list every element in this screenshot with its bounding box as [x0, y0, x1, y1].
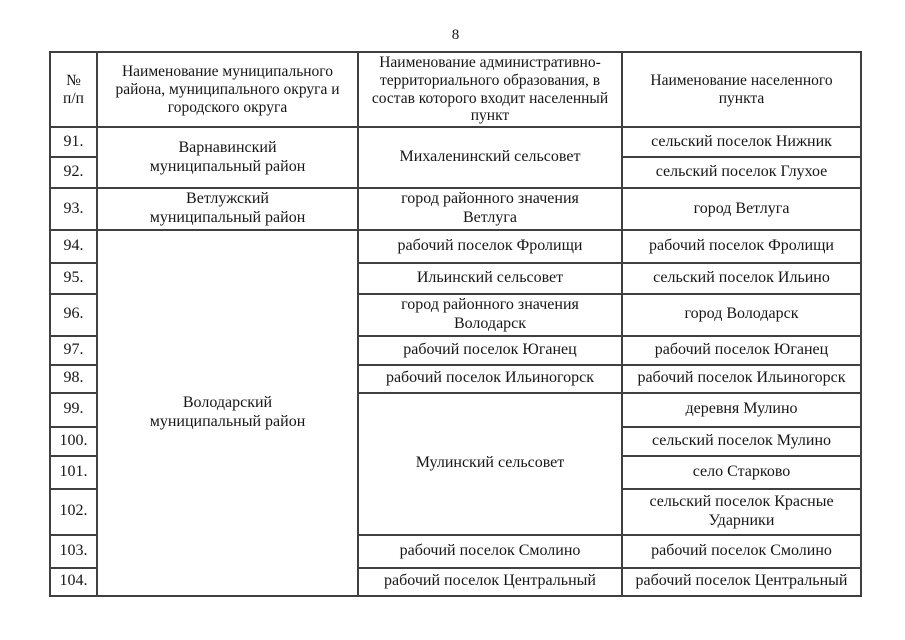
ato-cell: рабочий поселок Юганец — [357, 334, 623, 366]
district-cell: Володарский муниципальный район — [96, 229, 359, 597]
settlement-cell: рабочий поселок Центральный — [621, 566, 862, 597]
district-cell: Варнавинский муниципальный район — [96, 126, 359, 190]
row-number-cell: 93. — [49, 187, 98, 231]
table-row: 92. сельский поселок Глухое — [49, 156, 862, 190]
column-header-administrative-territory: Наименование административно- территориа… — [357, 50, 623, 129]
ato-cell: Мулинский сельсовет — [357, 391, 623, 536]
settlement-cell: город Ветлуга — [621, 187, 862, 231]
column-header-row-number: № п/п — [49, 50, 98, 129]
settlement-cell: село Старково — [621, 454, 862, 490]
row-number-cell: 101. — [49, 454, 98, 490]
settlement-cell: сельский поселок Мулино — [621, 425, 862, 457]
ato-cell: рабочий поселок Смолино — [357, 533, 623, 569]
settlement-cell: рабочий поселок Юганец — [621, 334, 862, 366]
row-number-cell: 103. — [49, 533, 98, 569]
row-number-cell: 102. — [49, 487, 98, 536]
row-number-cell: 97. — [49, 334, 98, 366]
row-number-cell: 98. — [49, 363, 98, 394]
row-number-cell: 100. — [49, 425, 98, 457]
row-number-cell: 94. — [49, 229, 98, 264]
settlement-cell: рабочий поселок Фролищи — [621, 229, 862, 264]
settlement-cell: сельский поселок Нижник — [621, 126, 862, 159]
ato-cell: Михаленинский сельсовет — [357, 126, 623, 190]
row-number-cell: 95. — [49, 262, 98, 295]
row-number-cell: 99. — [49, 391, 98, 428]
header-row: № п/п Наименование муниципального района… — [49, 50, 862, 129]
settlement-cell: сельский поселок Глухое — [621, 156, 862, 190]
row-number-cell: 92. — [49, 156, 98, 190]
table-row: 100. сельский поселок Мулино — [49, 425, 862, 457]
page-number: 8 — [451, 27, 460, 43]
ato-cell: город районного значения Ветлуга — [357, 187, 623, 231]
settlements-table: № п/п Наименование муниципального района… — [49, 50, 862, 597]
ato-cell: рабочий поселок Центральный — [357, 566, 623, 597]
row-number-cell: 91. — [49, 126, 98, 159]
row-number-cell: 96. — [49, 293, 98, 337]
settlement-cell: сельский поселок Красные Ударники — [621, 487, 862, 536]
settlement-cell: деревня Мулино — [621, 391, 862, 428]
district-cell: Ветлужский муниципальный район — [96, 187, 359, 231]
settlement-cell: рабочий поселок Ильиногорск — [621, 363, 862, 394]
table-row: 102. сельский поселок Красные Ударники — [49, 487, 862, 536]
ato-cell: рабочий поселок Фролищи — [357, 229, 623, 264]
settlement-cell: город Володарск — [621, 293, 862, 337]
ato-cell: рабочий поселок Ильиногорск — [357, 363, 623, 394]
table-row: 101. село Старково — [49, 454, 862, 490]
settlement-cell: сельский поселок Ильино — [621, 262, 862, 295]
column-header-municipal-district: Наименование муниципального района, муни… — [96, 50, 359, 129]
settlement-cell: рабочий поселок Смолино — [621, 533, 862, 569]
ato-cell: город районного значения Володарск — [357, 293, 623, 337]
row-number-cell: 104. — [49, 566, 98, 597]
ato-cell: Ильинский сельсовет — [357, 262, 623, 295]
column-header-settlement-name: Наименование населенного пункта — [621, 50, 862, 129]
